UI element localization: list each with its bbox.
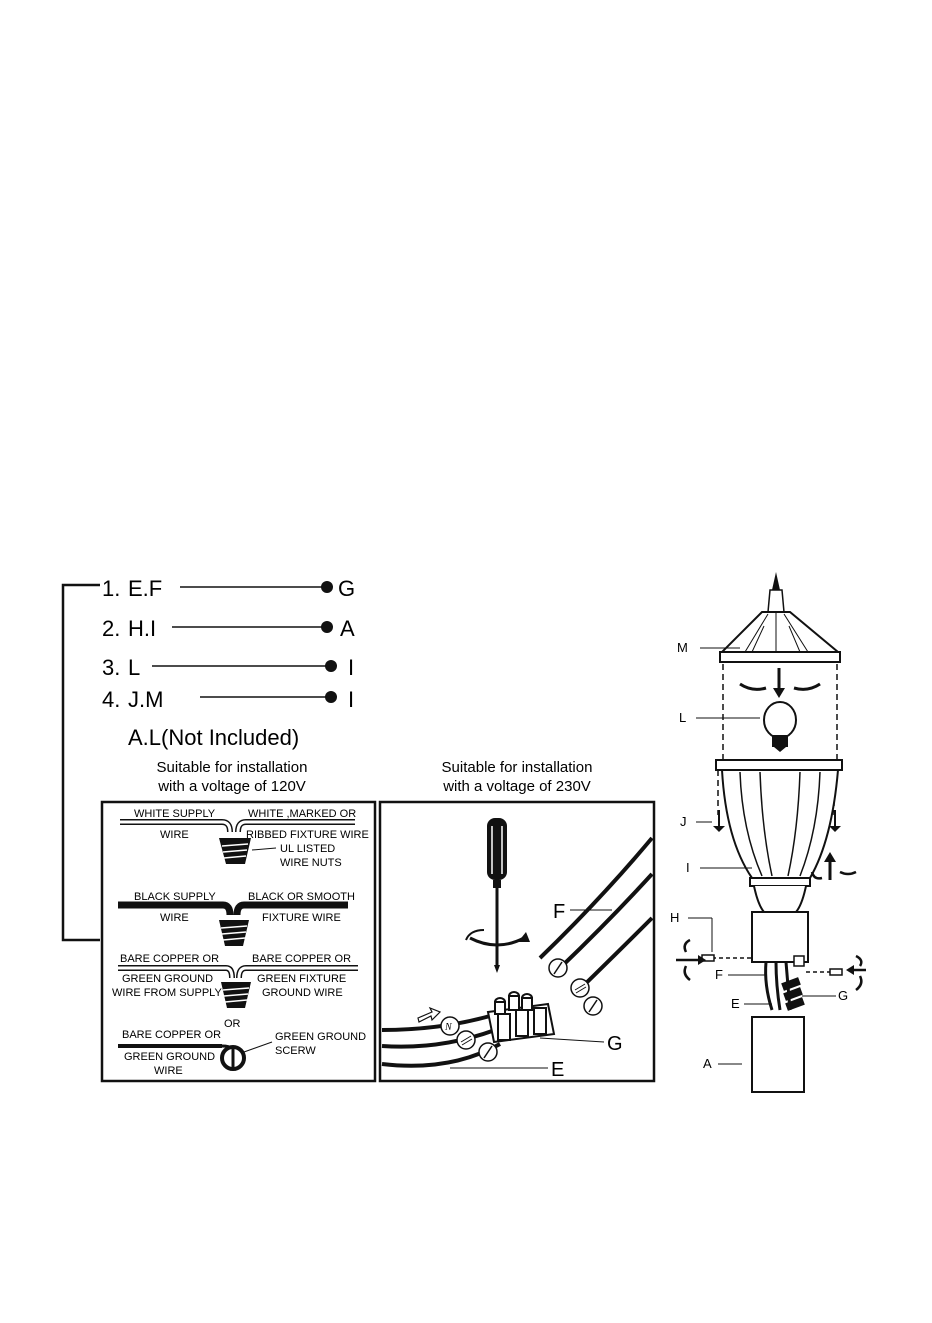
lamp-base-collar bbox=[751, 911, 809, 963]
ground-supply-label-2: GREEN GROUND bbox=[122, 973, 213, 985]
step-2-connector-dot bbox=[321, 621, 333, 633]
step-1-connector-dot bbox=[321, 581, 333, 593]
step-4-parts: J.M bbox=[128, 687, 163, 712]
step-4-number: 4. bbox=[102, 687, 120, 712]
label-l: L bbox=[679, 710, 686, 725]
label-f: F bbox=[715, 967, 723, 982]
step-4-connector-dot bbox=[325, 691, 337, 703]
panel-120v: WHITE SUPPLY WIRE WHITE ,MARKED OR RIBBE… bbox=[100, 800, 377, 1083]
lamp-glass-body bbox=[720, 769, 840, 879]
ground-fixture-label-1: BARE COPPER OR bbox=[252, 953, 351, 965]
black-wire-connection: BLACK SUPPLY WIRE BLACK OR SMOOTH FIXTUR… bbox=[118, 891, 355, 946]
svg-text:N: N bbox=[444, 1022, 453, 1033]
step-2-target: A bbox=[340, 616, 355, 641]
white-supply-label-1: WHITE SUPPLY bbox=[134, 808, 216, 820]
step-3-number: 3. bbox=[102, 655, 120, 680]
step-2: 2. H.I A bbox=[102, 616, 355, 641]
label-g-230: G bbox=[607, 1033, 623, 1055]
step-1-parts: E.F bbox=[128, 576, 162, 601]
panel-230v: N F G E bbox=[378, 800, 656, 1083]
ground-fixture-label-3: GROUND WIRE bbox=[262, 987, 343, 999]
step-3-parts: L bbox=[128, 655, 140, 680]
label-h: H bbox=[670, 910, 679, 925]
finial-icon bbox=[772, 572, 780, 590]
label-e: E bbox=[731, 996, 740, 1011]
step-2-parts: H.I bbox=[128, 616, 156, 641]
label-e-230: E bbox=[551, 1059, 564, 1081]
label-f-230: F bbox=[553, 901, 565, 923]
ground-screw-connection: BARE COPPER OR GREEN GROUND WIRE GREEN G… bbox=[118, 1029, 366, 1077]
step-2-number: 2. bbox=[102, 616, 120, 641]
earth-symbol-icon bbox=[456, 1030, 476, 1050]
not-included-note: A.L(Not Included) bbox=[128, 725, 299, 750]
panel-230-heading-line1: Suitable for installation bbox=[442, 759, 593, 776]
black-supply-label-2: WIRE bbox=[160, 912, 189, 924]
terminal-block-icon bbox=[486, 991, 556, 1044]
lamp-roof bbox=[719, 611, 841, 653]
panel-230-heading-line2: with a voltage of 230V bbox=[442, 778, 591, 795]
step-1: 1. E.F G bbox=[102, 576, 355, 601]
ground2-label-2: GREEN GROUND bbox=[124, 1051, 215, 1063]
label-m: M bbox=[677, 640, 688, 655]
ground-wire-connection: BARE COPPER OR GREEN GROUND WIRE FROM SU… bbox=[112, 953, 358, 1030]
step-3-target: I bbox=[348, 655, 354, 680]
wire-nuts-label-2: WIRE NUTS bbox=[280, 857, 342, 869]
step-3: 3. L I bbox=[102, 655, 354, 680]
panel-120v-frame bbox=[100, 800, 377, 1083]
screw-icon bbox=[829, 810, 841, 832]
black-fixture-label-2: FIXTURE WIRE bbox=[262, 912, 341, 924]
screw-icon bbox=[713, 810, 725, 832]
panel-230v-frame bbox=[378, 800, 656, 1083]
lamp-exploded-view: M L I bbox=[670, 572, 866, 1093]
step-3-connector-dot bbox=[325, 660, 337, 672]
ground-supply-label-1: BARE COPPER OR bbox=[120, 953, 219, 965]
wires-230v bbox=[381, 836, 654, 1068]
ground-fixture-label-2: GREEN FIXTURE bbox=[257, 973, 346, 985]
white-fixture-label-1: WHITE ,MARKED OR bbox=[248, 808, 356, 820]
light-bulb-icon bbox=[763, 701, 797, 752]
step-1-target: G bbox=[338, 576, 355, 601]
label-i: I bbox=[686, 860, 690, 875]
label-g: G bbox=[838, 988, 848, 1003]
panel-120-heading-line2: with a voltage of 120V bbox=[157, 778, 306, 795]
panel-120-heading-line1: Suitable for installation bbox=[157, 759, 308, 776]
or-label: OR bbox=[224, 1018, 241, 1030]
arrow-icon bbox=[417, 1006, 442, 1023]
black-supply-label-1: BLACK SUPPLY bbox=[134, 891, 216, 903]
black-fixture-label-1: BLACK OR SMOOTH bbox=[248, 891, 355, 903]
step-bracket bbox=[61, 583, 100, 942]
white-supply-label-2: WIRE bbox=[160, 829, 189, 841]
lamp-post bbox=[751, 1016, 805, 1093]
step-1-number: 1. bbox=[102, 576, 120, 601]
screw-label-2: SCERW bbox=[275, 1045, 316, 1057]
white-fixture-label-2: RIBBED FIXTURE WIRE bbox=[246, 829, 369, 841]
earth-symbol-icon bbox=[570, 978, 590, 998]
screwdriver-icon bbox=[465, 818, 530, 973]
ground-supply-label-3: WIRE FROM SUPPLY bbox=[112, 987, 222, 999]
neutral-symbol-icon bbox=[440, 1016, 460, 1036]
white-wire-connection: WHITE SUPPLY WIRE WHITE ,MARKED OR RIBBE… bbox=[120, 808, 369, 869]
label-a: A bbox=[703, 1056, 712, 1071]
step-4-target: I bbox=[348, 687, 354, 712]
screw-label-1: GREEN GROUND bbox=[275, 1031, 366, 1043]
ground2-label-3: WIRE bbox=[154, 1065, 183, 1077]
label-j: J bbox=[680, 814, 687, 829]
ground2-label-1: BARE COPPER OR bbox=[122, 1029, 221, 1041]
step-4: 4. J.M I bbox=[102, 687, 354, 712]
wire-nuts-label-1: UL LISTED bbox=[280, 843, 335, 855]
